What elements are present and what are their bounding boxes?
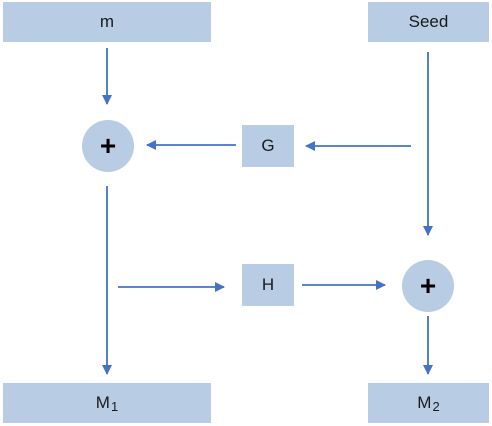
node-m1-main: M bbox=[95, 392, 110, 412]
xor-top-symbol: + bbox=[99, 130, 117, 161]
node-m2-label: M2 bbox=[417, 393, 439, 414]
node-h-label: H bbox=[261, 275, 275, 294]
node-seed: Seed bbox=[368, 2, 489, 42]
node-g-label: G bbox=[261, 136, 275, 155]
node-m2-subscript: 2 bbox=[432, 398, 440, 414]
xor-right-symbol: + bbox=[419, 270, 437, 301]
node-m2: M2 bbox=[368, 383, 489, 423]
node-m1-label: M1 bbox=[96, 393, 118, 414]
node-m2-main: M bbox=[417, 392, 432, 412]
xor-node-right: + bbox=[402, 260, 454, 312]
node-m1: M1 bbox=[3, 383, 211, 423]
node-seed-label: Seed bbox=[408, 12, 449, 31]
node-m: m bbox=[3, 2, 211, 42]
xor-node-top: + bbox=[82, 120, 134, 172]
node-g: G bbox=[242, 125, 294, 167]
node-m1-subscript: 1 bbox=[110, 398, 119, 414]
node-m-label: m bbox=[99, 12, 115, 31]
node-h: H bbox=[242, 264, 294, 306]
